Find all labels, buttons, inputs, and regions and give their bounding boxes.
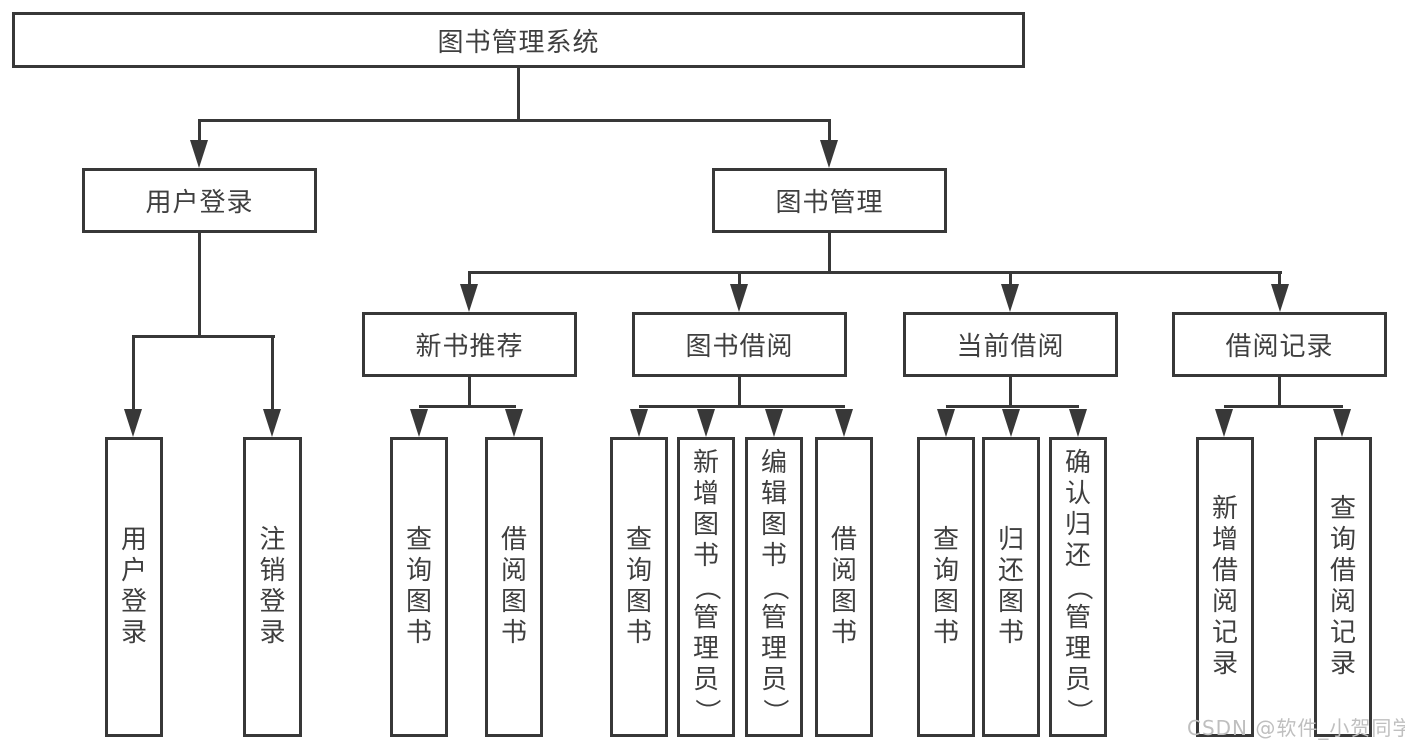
arrow-down-icon [1215,409,1233,437]
arrow-down-icon [765,409,783,437]
leaf-box-borrow-borrow-books: 借阅图书 [815,437,873,737]
connector-user-login-branch [133,335,275,338]
node-label: 新书推荐 [415,332,524,362]
node-box-new-book-recommend: 新书推荐 [362,312,577,377]
arrow-down-icon [1271,284,1289,312]
leaf-box-logout: 注销登录 [243,437,302,737]
node-label: 当前借阅 [956,332,1065,362]
connector-root-stub [517,66,520,119]
connector-borrow-stub [738,375,741,408]
connector-records-branch [1224,405,1343,408]
connector-recommend-branch [419,405,516,408]
connector-recommend-drop [468,271,471,287]
arrow-down-icon [1002,409,1020,437]
leaf-box-borrow-add-books-admin: 新增图书（管理员） [677,437,735,737]
arrow-down-icon [190,140,208,168]
connector-records-stub [1278,375,1281,408]
node-box-current-borrow: 当前借阅 [903,312,1118,377]
connector-borrow-branch [639,405,845,408]
leaf-box-borrow-edit-books-admin: 编辑图书（管理员） [745,437,803,737]
connector-borrow-drop [738,271,741,287]
arrow-down-icon [1333,409,1351,437]
leaf-box-current-confirm-return-admin: 确认归还（管理员） [1049,437,1107,737]
connector-records-drop [1278,271,1281,287]
arrow-down-icon [697,409,715,437]
connector-user-login-drop [198,119,201,145]
connector-level3-branch [469,271,1282,274]
node-box-borrow-records: 借阅记录 [1172,312,1387,377]
node-label: 编辑图书（管理员） [759,447,790,725]
leaf-box-current-query-books: 查询图书 [917,437,975,737]
leaf-box-records-add-record: 新增借阅记录 [1196,437,1254,737]
arrow-down-icon [820,140,838,168]
arrow-down-icon [460,284,478,312]
node-box-book-management: 图书管理 [712,168,947,233]
node-label: 图书管理 [775,188,884,218]
node-box-book-borrow: 图书借阅 [632,312,847,377]
connector-recommend-stub [468,375,471,408]
node-label: 确认归还（管理员） [1063,447,1094,725]
connector-current-stub [1009,375,1012,408]
connector-current-drop [1009,271,1012,287]
node-label: 新增借阅记录 [1211,494,1238,679]
connector-current-branch [946,405,1079,408]
arrow-down-icon [505,409,523,437]
node-label: 图书管理系统 [437,27,600,58]
arrow-down-icon [937,409,955,437]
node-label: 用户登录 [145,188,254,218]
node-box-user-login: 用户登录 [82,168,317,233]
csdn-watermark: CSDN @软件_小贺同学 [1187,716,1405,740]
arrow-down-icon [630,409,648,437]
node-label: 查询图书 [405,525,432,648]
node-label: 借阅记录 [1225,332,1334,362]
node-label: 用户登录 [120,525,147,648]
leaf-box-recommend-borrow-books: 借阅图书 [485,437,543,737]
arrow-down-icon [124,409,142,437]
node-label: 注销登录 [259,525,286,648]
arrow-down-icon [1001,284,1019,312]
node-label: 归还图书 [997,525,1024,648]
arrow-down-icon [730,284,748,312]
connector-user-login-stub [198,231,201,338]
arrow-down-icon [410,409,428,437]
connector-level2-branch [198,119,831,122]
node-label: 查询图书 [625,525,652,648]
arrow-down-icon [263,409,281,437]
node-label: 查询图书 [932,525,959,648]
node-label: 查询借阅记录 [1329,494,1356,679]
arrow-down-icon [835,409,853,437]
leaf-box-records-query-record: 查询借阅记录 [1314,437,1372,737]
node-label: 借阅图书 [500,525,527,648]
node-label: 图书借阅 [685,332,794,362]
connector-user-login-leaf2-drop [271,335,274,415]
connector-book-management-stub [828,231,831,274]
node-box-root: 图书管理系统 [12,12,1025,68]
connector-book-management-drop [828,119,831,145]
node-label: 借阅图书 [830,525,857,648]
arrow-down-icon [1069,409,1087,437]
connector-user-login-leaf1-drop [132,335,135,415]
node-label: 新增图书（管理员） [691,447,722,725]
leaf-box-user-login: 用户登录 [105,437,163,737]
leaf-box-borrow-query-books: 查询图书 [610,437,668,737]
leaf-box-recommend-query-books: 查询图书 [390,437,448,737]
leaf-box-current-return-books: 归还图书 [982,437,1040,737]
